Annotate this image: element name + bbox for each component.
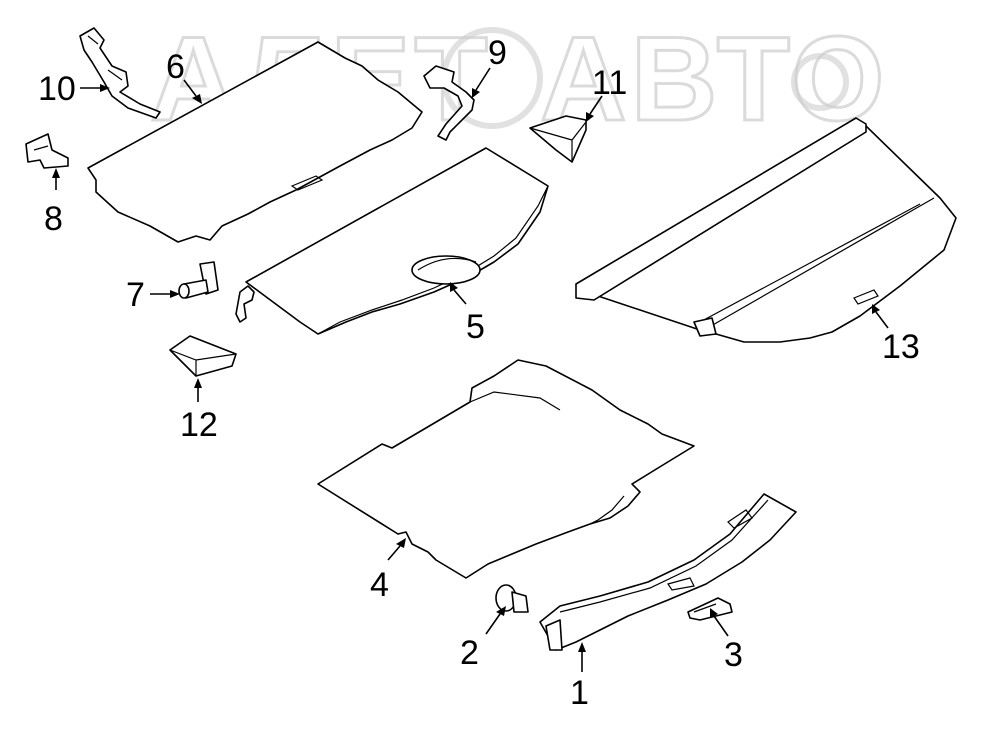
part-11-trim-block bbox=[529, 115, 587, 163]
part-7-push-pin bbox=[178, 261, 219, 299]
part-5-shelf-board bbox=[235, 147, 549, 335]
callout-13: 13 bbox=[882, 328, 920, 366]
callout-6: 6 bbox=[166, 48, 185, 86]
callout-11: 11 bbox=[592, 64, 627, 102]
callout-8: 8 bbox=[44, 200, 63, 238]
leader-lines bbox=[52, 67, 889, 672]
callout-1: 1 bbox=[570, 674, 589, 712]
svg-text:АВТО: АВТО bbox=[540, 12, 888, 146]
part-2-clip bbox=[495, 584, 529, 613]
part-9-strap bbox=[423, 65, 475, 141]
callout-7: 7 bbox=[126, 276, 145, 314]
part-8-clip bbox=[25, 133, 69, 169]
part-1-sill-plate bbox=[539, 493, 797, 651]
callout-3: 3 bbox=[724, 636, 743, 674]
callout-9: 9 bbox=[488, 34, 507, 72]
callout-labels: 1 2 3 4 5 6 7 8 9 10 11 12 13 bbox=[38, 34, 920, 712]
callout-4: 4 bbox=[370, 566, 389, 604]
part-10-bracket bbox=[79, 27, 161, 119]
part-4-floor-mat bbox=[317, 359, 695, 579]
callout-2: 2 bbox=[460, 634, 479, 672]
callout-5: 5 bbox=[466, 308, 485, 346]
part-13-cargo-cover bbox=[575, 117, 957, 343]
callout-12: 12 bbox=[180, 406, 218, 444]
callout-10: 10 bbox=[38, 70, 76, 108]
part-6-shelf-panel bbox=[87, 41, 423, 243]
part-12-trim-block bbox=[169, 335, 237, 377]
